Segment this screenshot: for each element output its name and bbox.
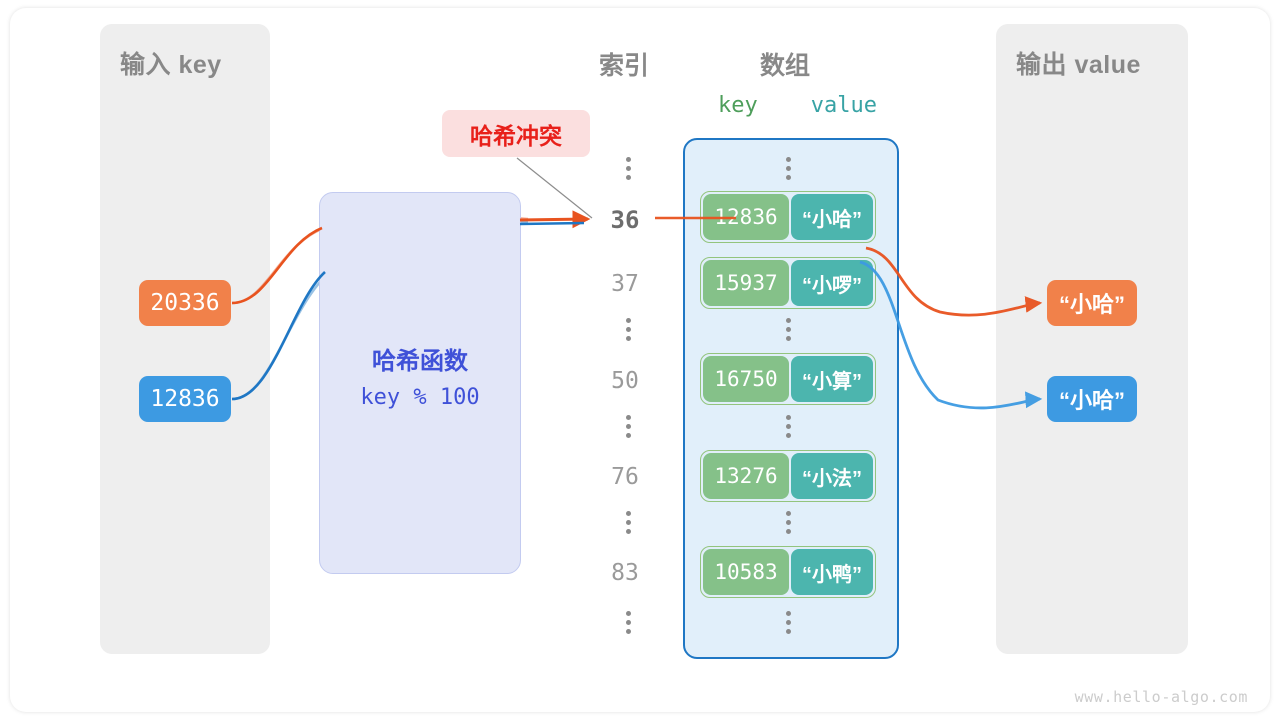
input-key-0-value: 20336 [150,290,220,316]
index-ellipsis-top [621,157,635,180]
array-column-title: 数组 [760,52,811,80]
hash-function-title: 哈希函数 [372,348,468,375]
output-panel-title: 输出 value [1016,51,1141,79]
array-cell-3: 13276 “小法” [700,450,876,502]
array-cell-0-value: “小哈” [791,194,873,240]
array-cell-2: 16750 “小算” [700,353,876,405]
input-key-0: 20336 [139,280,231,326]
array-ellipsis-2 [781,415,795,438]
array-cell-1: 15937 “小啰” [700,257,876,309]
hash-function-expression: key % 100 [360,385,480,410]
index-37: 37 [611,271,639,297]
index-36: 36 [610,206,640,234]
array-ellipsis-top [781,157,795,180]
array-cell-2-value: “小算” [791,356,873,402]
index-ellipsis-2 [621,415,635,438]
index-ellipsis-1 [621,318,635,341]
array-cell-3-key: 13276 [703,453,789,499]
array-cell-3-value: “小法” [791,453,873,499]
array-ellipsis-bottom [781,611,795,634]
output-value-1: “小哈” [1047,376,1137,422]
array-cell-2-key: 16750 [703,356,789,402]
array-cell-1-value: “小啰” [791,260,873,306]
array-ellipsis-1 [781,318,795,341]
watermark: www.hello-algo.com [1074,688,1248,706]
array-cell-1-key: 15937 [703,260,789,306]
input-panel [100,24,270,654]
array-ellipsis-3 [781,511,795,534]
index-ellipsis-3 [621,511,635,534]
array-cell-4: 10583 “小鸭” [700,546,876,598]
index-50: 50 [611,368,639,394]
key-header-label: key [718,93,758,118]
array-cell-0-key: 12836 [703,194,789,240]
hash-function-box: 哈希函数 key % 100 [319,192,521,574]
index-76: 76 [611,464,639,490]
output-value-0-text: “小哈” [1058,292,1125,317]
input-key-1-value: 12836 [150,386,220,412]
output-value-0: “小哈” [1047,280,1137,326]
input-panel-title: 输入 key [120,51,222,79]
array-cell-4-value: “小鸭” [791,549,873,595]
index-column-title: 索引 [599,52,650,80]
index-ellipsis-bottom [621,611,635,634]
array-cell-0: 12836 “小哈” [700,191,876,243]
array-cell-4-key: 10583 [703,549,789,595]
index-83: 83 [611,560,639,586]
collision-label: 哈希冲突 [442,110,590,157]
key-value-header: key value [718,93,877,118]
value-header-label: value [810,93,877,118]
input-key-1: 12836 [139,376,231,422]
output-panel [996,24,1188,654]
output-value-1-text: “小哈” [1058,388,1125,413]
